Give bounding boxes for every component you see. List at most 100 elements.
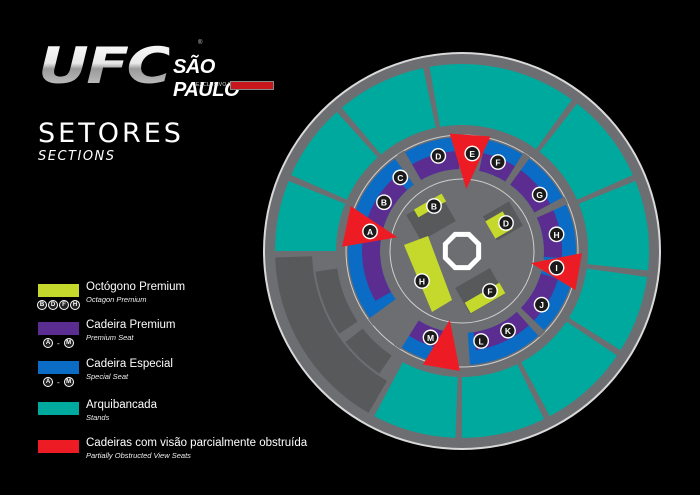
stands-section[interactable] xyxy=(521,321,618,417)
section-code-badge: H xyxy=(70,300,80,310)
section-label-badge xyxy=(376,194,392,211)
city-name: SÃO PAULO xyxy=(173,56,240,101)
section-label-badge xyxy=(426,198,442,214)
stands-section[interactable] xyxy=(578,180,650,271)
section-label-E: E xyxy=(469,149,475,159)
stands-section[interactable] xyxy=(539,103,633,200)
page-subtitle: SECTIONS xyxy=(38,149,116,164)
section-label-badge xyxy=(548,226,565,243)
premium-seat-block[interactable] xyxy=(412,151,460,180)
floor-label-B: B xyxy=(431,202,437,212)
section-label-J: J xyxy=(539,300,544,310)
section-label-badge xyxy=(392,169,409,186)
stands-section[interactable] xyxy=(429,65,449,127)
section-label-D: D xyxy=(435,151,441,161)
section-label-badge xyxy=(498,215,514,231)
legend-label: Cadeira Especial xyxy=(86,358,173,370)
section-label-badge xyxy=(422,329,439,346)
legend-sublabel: Premium Seat xyxy=(86,333,134,342)
closed-area xyxy=(315,268,358,334)
range-dash: - xyxy=(57,338,60,348)
legend-swatch xyxy=(38,284,79,297)
combate-brand-logo xyxy=(230,81,274,90)
closed-area xyxy=(345,328,392,374)
section-code-badge: A xyxy=(43,338,53,348)
legend-sublabel: Partially Obstructed View Seats xyxy=(86,451,191,460)
section-code-badge: B xyxy=(37,300,47,310)
obstructed-section-M[interactable] xyxy=(422,319,460,371)
section-label-F: F xyxy=(495,157,500,167)
exclusive-text: EXCLUSIVO NO xyxy=(196,82,236,88)
legend-label: Cadeiras com visão parcialmente obstruíd… xyxy=(86,437,308,449)
section-label-A: A xyxy=(367,227,373,237)
premium-seat-block[interactable] xyxy=(473,273,559,351)
section-code-badge: D xyxy=(48,300,58,310)
section-label-badge xyxy=(430,148,447,164)
section-label-L: L xyxy=(479,336,484,346)
stands-section[interactable] xyxy=(442,64,572,150)
walkway-line xyxy=(389,178,535,324)
section-label-badge xyxy=(362,223,378,240)
section-label-badge xyxy=(531,186,548,203)
section-codes: A - M xyxy=(43,377,74,387)
section-code-badge: F xyxy=(59,300,69,310)
section-codes: B D F H xyxy=(37,300,80,310)
legend-swatch xyxy=(38,402,79,415)
aisle xyxy=(515,306,546,338)
section-label-badge xyxy=(464,145,481,162)
page-title: SETORES xyxy=(38,118,184,149)
section-label-G: G xyxy=(536,190,543,200)
legend-label: Cadeira Premium xyxy=(86,319,176,331)
section-label-M: M xyxy=(427,333,434,343)
section-label-B: B xyxy=(381,198,387,208)
premium-seat-block[interactable] xyxy=(479,153,562,258)
ufc-logo-text: UFC xyxy=(38,37,172,95)
section-label-badge xyxy=(500,322,516,339)
closed-area xyxy=(275,256,387,413)
legend-label: Octógono Premium xyxy=(86,281,186,293)
section-label-badge xyxy=(482,283,498,299)
stands-section[interactable] xyxy=(341,68,436,155)
aisle xyxy=(504,152,531,187)
section-label-H: H xyxy=(553,230,559,240)
aisle xyxy=(393,315,420,350)
section-code-badge: A xyxy=(43,377,53,387)
stands-section[interactable] xyxy=(275,180,346,251)
section-codes: A - M xyxy=(43,338,74,348)
legend-swatch xyxy=(38,440,79,453)
section-code-badge: M xyxy=(63,338,74,348)
premium-seat-block[interactable] xyxy=(362,176,408,301)
legend-swatch xyxy=(38,361,79,374)
stands-section[interactable] xyxy=(568,268,648,351)
section-label-badge xyxy=(473,333,490,349)
legend-sublabel: Octagon Premium xyxy=(86,295,147,304)
legend-swatch xyxy=(38,322,79,335)
aisle xyxy=(368,298,401,326)
floor-block[interactable] xyxy=(406,195,456,241)
aisle xyxy=(397,150,422,185)
legend-sublabel: Special Seat xyxy=(86,372,129,381)
obstructed-section-E[interactable] xyxy=(449,133,491,190)
ufc-sao-paulo-logo: UFC ® SÃO PAULO EXCLUSIVO NO xyxy=(38,37,278,101)
floor-label-F: F xyxy=(487,287,492,297)
legend-label: Arquibancada xyxy=(86,399,157,411)
stands-section[interactable] xyxy=(374,362,458,438)
floor-label-H: H xyxy=(419,277,425,287)
floor-label-D: D xyxy=(503,219,509,229)
section-label-badge xyxy=(490,154,506,170)
aisle xyxy=(532,196,568,219)
section-code-badge: M xyxy=(63,377,74,387)
stands-section[interactable] xyxy=(462,364,544,438)
octagon-premium-H[interactable] xyxy=(404,236,452,312)
section-label-badge xyxy=(548,259,565,276)
stands-section[interactable] xyxy=(291,112,378,200)
section-label-badge xyxy=(414,273,430,289)
octagon-cage xyxy=(442,231,482,271)
range-dash: - xyxy=(57,377,60,387)
section-label-I: I xyxy=(555,263,557,273)
legend-sublabel: Stands xyxy=(86,413,110,422)
section-label-badge xyxy=(533,296,550,313)
section-label-C: C xyxy=(397,173,403,183)
